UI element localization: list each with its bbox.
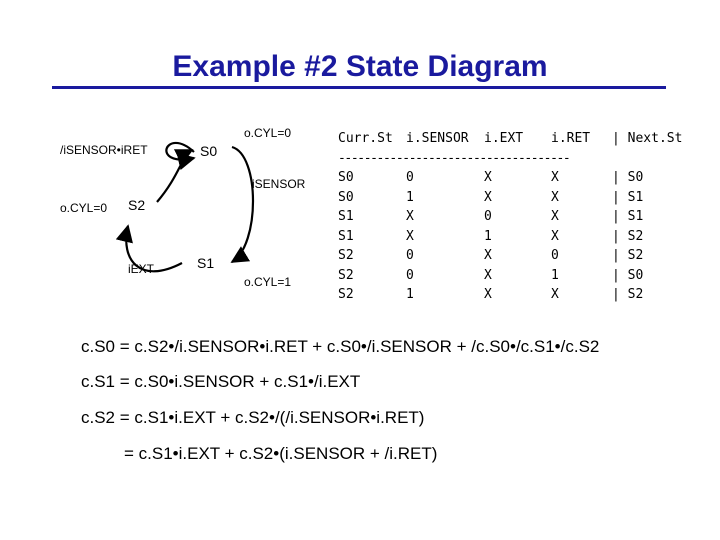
- transition-s2-to-s0: [156, 149, 194, 203]
- transition-s1-to-s2: [115, 224, 183, 273]
- header-i-sensor: i.SENSOR: [406, 131, 469, 146]
- equation-cs1: c.S1 = c.S0•i.SENSOR + c.S1•/i.EXT: [81, 372, 361, 391]
- header-i-ext: i.EXT: [484, 131, 524, 146]
- header-i-ret: i.RET: [551, 131, 591, 146]
- state-table: Curr.St i.SENSOR i.EXT i.RET | Next.St -…: [336, 129, 682, 305]
- equation-cs0: c.S0 = c.S2•/i.SENSOR•i.RET + c.S0•/i.SE…: [81, 337, 600, 356]
- table-header-row: Curr.St i.SENSOR i.EXT i.RET | Next.St: [336, 129, 682, 149]
- state-s1: S1: [197, 255, 214, 271]
- output-s0: o.CYL=0: [244, 126, 291, 140]
- equation-cs2: c.S2 = c.S1•i.EXT + c.S2•/(/i.SENSOR•i.R…: [81, 408, 425, 427]
- label-s0-self: /iSENSOR•iRET: [60, 143, 148, 157]
- state-s2: S2: [128, 197, 145, 213]
- equation-cs2-simplified: = c.S1•i.EXT + c.S2•(i.SENSOR + /i.RET): [124, 444, 438, 463]
- table-separator: ------------------------------------: [338, 150, 571, 166]
- header-next-st: | Next.St: [612, 131, 683, 146]
- output-s2: o.CYL=0: [60, 201, 107, 215]
- output-s1: o.CYL=1: [244, 275, 291, 289]
- state-diagram: S0 S1 S2 /iSENSOR•iRET iSENSOR iEXT o.CY…: [60, 126, 306, 289]
- page-title: Example #2 State Diagram: [172, 50, 548, 83]
- label-s1-to-s2: iEXT: [128, 262, 155, 276]
- label-s0-to-s1: iSENSOR: [252, 177, 306, 191]
- header-curr-st: Curr.St: [338, 131, 393, 146]
- state-s0: S0: [200, 143, 217, 159]
- title-underline: [52, 86, 666, 89]
- transition-s0-to-s1: [230, 145, 254, 263]
